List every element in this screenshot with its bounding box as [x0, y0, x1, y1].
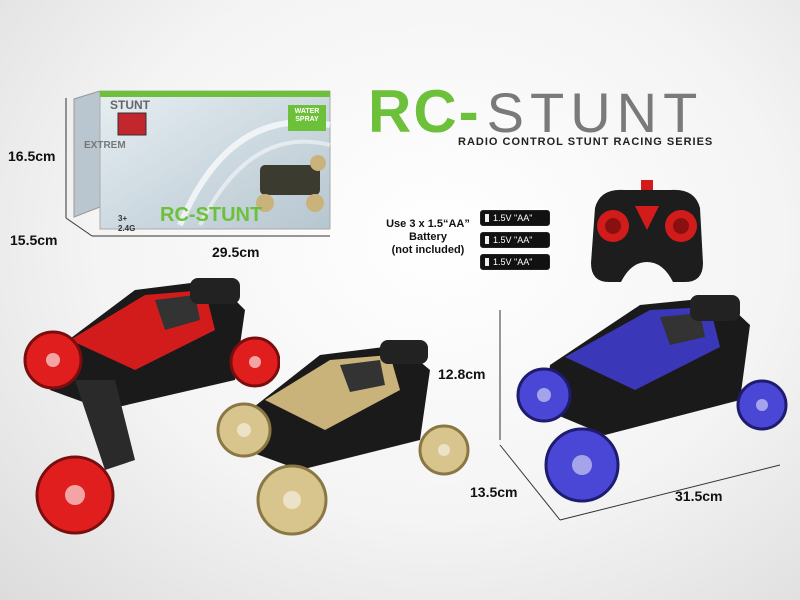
box-height-label: 16.5cm: [8, 148, 56, 164]
gold-car: [216, 340, 470, 536]
box-side-title: STUNT: [110, 98, 150, 112]
box-front-title: RC-STUNT: [160, 204, 263, 226]
box-freq: 2.4G: [118, 224, 136, 233]
battery-line-2: Battery: [409, 231, 447, 243]
battery-icon: 1.5V "AA": [480, 232, 550, 248]
blue-car: [516, 295, 788, 503]
product-box: [73, 90, 331, 230]
remote-controller: [591, 180, 703, 282]
battery-line-1: Use 3 x 1.5“AA”: [386, 218, 470, 230]
box-depth-label: 15.5cm: [10, 232, 58, 248]
box-side-text: EXTREM: [84, 140, 126, 151]
battery-icon: 1.5V "AA": [480, 254, 550, 270]
battery-cells: 1.5V "AA" 1.5V "AA" 1.5V "AA": [480, 210, 550, 270]
car-height-label: 12.8cm: [438, 366, 486, 382]
battery-note: Use 3 x 1.5“AA” Battery (not included): [382, 218, 474, 257]
car-depth-label: 13.5cm: [470, 484, 518, 500]
brand-tagline: RADIO CONTROL STUNT RACING SERIES: [458, 136, 714, 148]
brand-rc: RC-: [368, 78, 481, 145]
box-badge: WATER SPRAY: [294, 108, 320, 123]
brand-title: RC-STUNT: [368, 81, 704, 144]
battery-line-3: (not included): [391, 244, 465, 256]
red-car: [23, 278, 280, 535]
brand-stunt: STUNT: [486, 81, 704, 144]
box-width-label: 29.5cm: [212, 244, 260, 260]
battery-icon: 1.5V "AA": [480, 210, 550, 226]
car-length-label: 31.5cm: [675, 488, 723, 504]
box-age: 3+: [118, 214, 128, 223]
